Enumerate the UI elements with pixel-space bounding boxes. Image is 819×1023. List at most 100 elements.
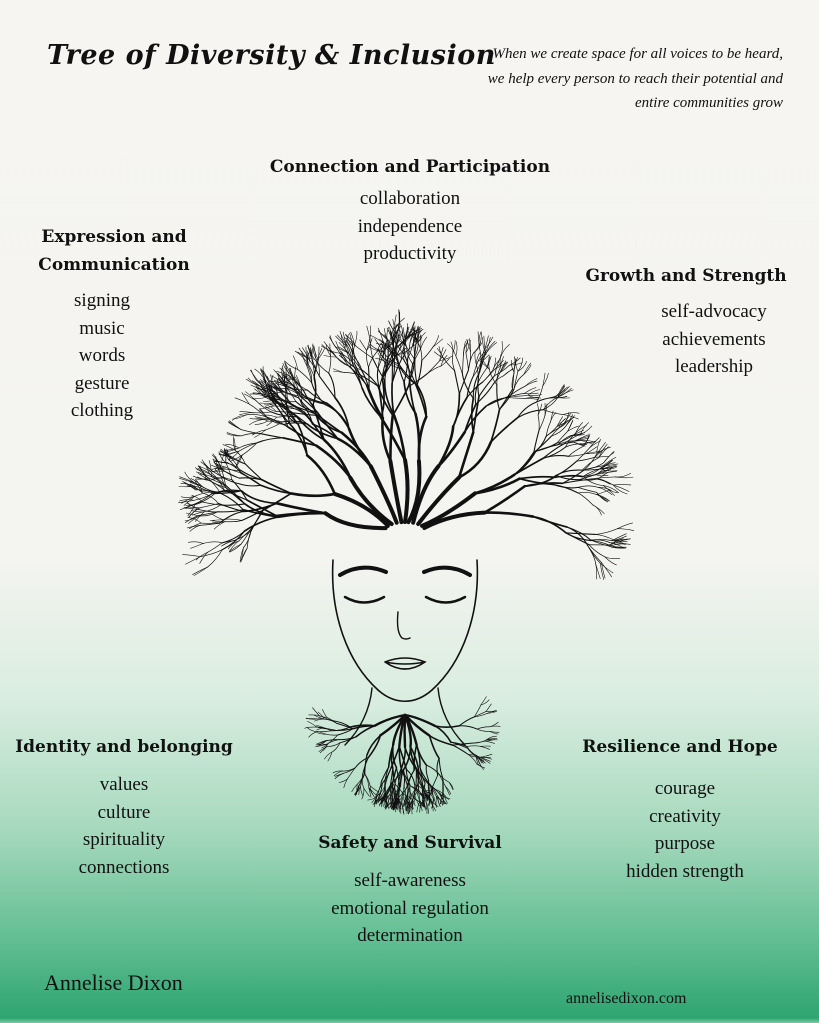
group-heading: Growth and Strength	[585, 266, 787, 286]
branch	[222, 539, 236, 546]
branch	[255, 384, 266, 395]
root	[392, 782, 397, 796]
root	[438, 757, 444, 779]
branch	[186, 524, 202, 529]
branch	[389, 346, 405, 361]
branch	[527, 389, 541, 396]
branch	[577, 492, 594, 506]
branch	[266, 376, 272, 390]
root	[378, 797, 387, 805]
branch	[284, 374, 294, 386]
branch	[183, 495, 195, 506]
root	[410, 797, 416, 807]
branch	[556, 430, 569, 444]
branch	[479, 332, 482, 348]
branch	[393, 314, 397, 330]
branch	[374, 338, 384, 352]
branch	[341, 351, 348, 363]
root	[343, 767, 356, 774]
branch	[275, 411, 295, 414]
branch	[190, 478, 203, 487]
branch	[294, 388, 302, 404]
branch	[499, 360, 507, 373]
branch	[473, 477, 521, 495]
branch	[400, 341, 407, 361]
root	[331, 720, 351, 728]
right-eyebrow	[422, 565, 472, 577]
branch	[240, 472, 262, 486]
list-item: purpose	[654, 833, 716, 854]
root	[439, 774, 450, 783]
branch	[439, 346, 444, 362]
branch	[555, 469, 583, 477]
branch	[597, 487, 612, 491]
branch	[282, 362, 292, 375]
branch	[420, 336, 428, 349]
root	[420, 793, 429, 800]
branch	[403, 327, 409, 342]
branch	[565, 532, 596, 535]
branch	[292, 384, 306, 397]
website-link[interactable]: annelisedixon.com	[566, 990, 687, 1007]
branch	[245, 413, 266, 417]
branch	[258, 381, 271, 390]
branch	[264, 414, 277, 418]
branch	[212, 470, 226, 473]
branch	[238, 483, 262, 487]
branch	[280, 380, 294, 386]
branch	[202, 541, 223, 544]
root	[485, 740, 495, 744]
branch	[194, 480, 203, 493]
root	[395, 796, 398, 806]
branch	[404, 343, 416, 360]
branch	[406, 459, 422, 525]
branch	[284, 360, 298, 370]
branch	[553, 395, 568, 399]
branch	[408, 379, 417, 415]
branch	[515, 358, 519, 372]
branch	[595, 469, 607, 476]
branch	[587, 545, 602, 564]
branch	[393, 334, 406, 345]
branch	[281, 391, 300, 399]
root	[334, 772, 344, 780]
branch	[240, 432, 260, 437]
branch	[407, 343, 414, 360]
branch	[228, 420, 242, 430]
branch	[252, 392, 266, 395]
root	[439, 792, 444, 804]
branch	[462, 374, 474, 399]
branch	[412, 326, 418, 341]
branch	[380, 377, 385, 419]
branch	[478, 375, 496, 398]
branch	[550, 412, 557, 423]
branch	[603, 485, 615, 496]
branch	[542, 455, 570, 459]
branch	[361, 387, 382, 419]
branch	[195, 511, 205, 522]
branch	[279, 404, 296, 410]
branch	[407, 330, 418, 343]
branch	[414, 383, 428, 418]
branch	[617, 522, 633, 529]
branch	[473, 342, 483, 354]
branch	[604, 556, 621, 559]
list-item: creativity	[649, 805, 721, 827]
root	[338, 778, 348, 784]
branch	[279, 402, 296, 410]
list-item: courage	[654, 778, 716, 799]
root	[480, 699, 490, 706]
branch	[294, 350, 307, 362]
branch	[231, 479, 248, 501]
branch	[482, 337, 486, 353]
branch	[535, 435, 552, 452]
branch	[614, 473, 631, 478]
root	[430, 799, 439, 808]
branch	[315, 413, 343, 434]
branch	[258, 409, 269, 419]
branch	[524, 392, 539, 395]
branch	[421, 346, 434, 361]
branch	[465, 352, 469, 371]
list-item: achievements	[662, 328, 766, 350]
branch	[195, 491, 215, 504]
